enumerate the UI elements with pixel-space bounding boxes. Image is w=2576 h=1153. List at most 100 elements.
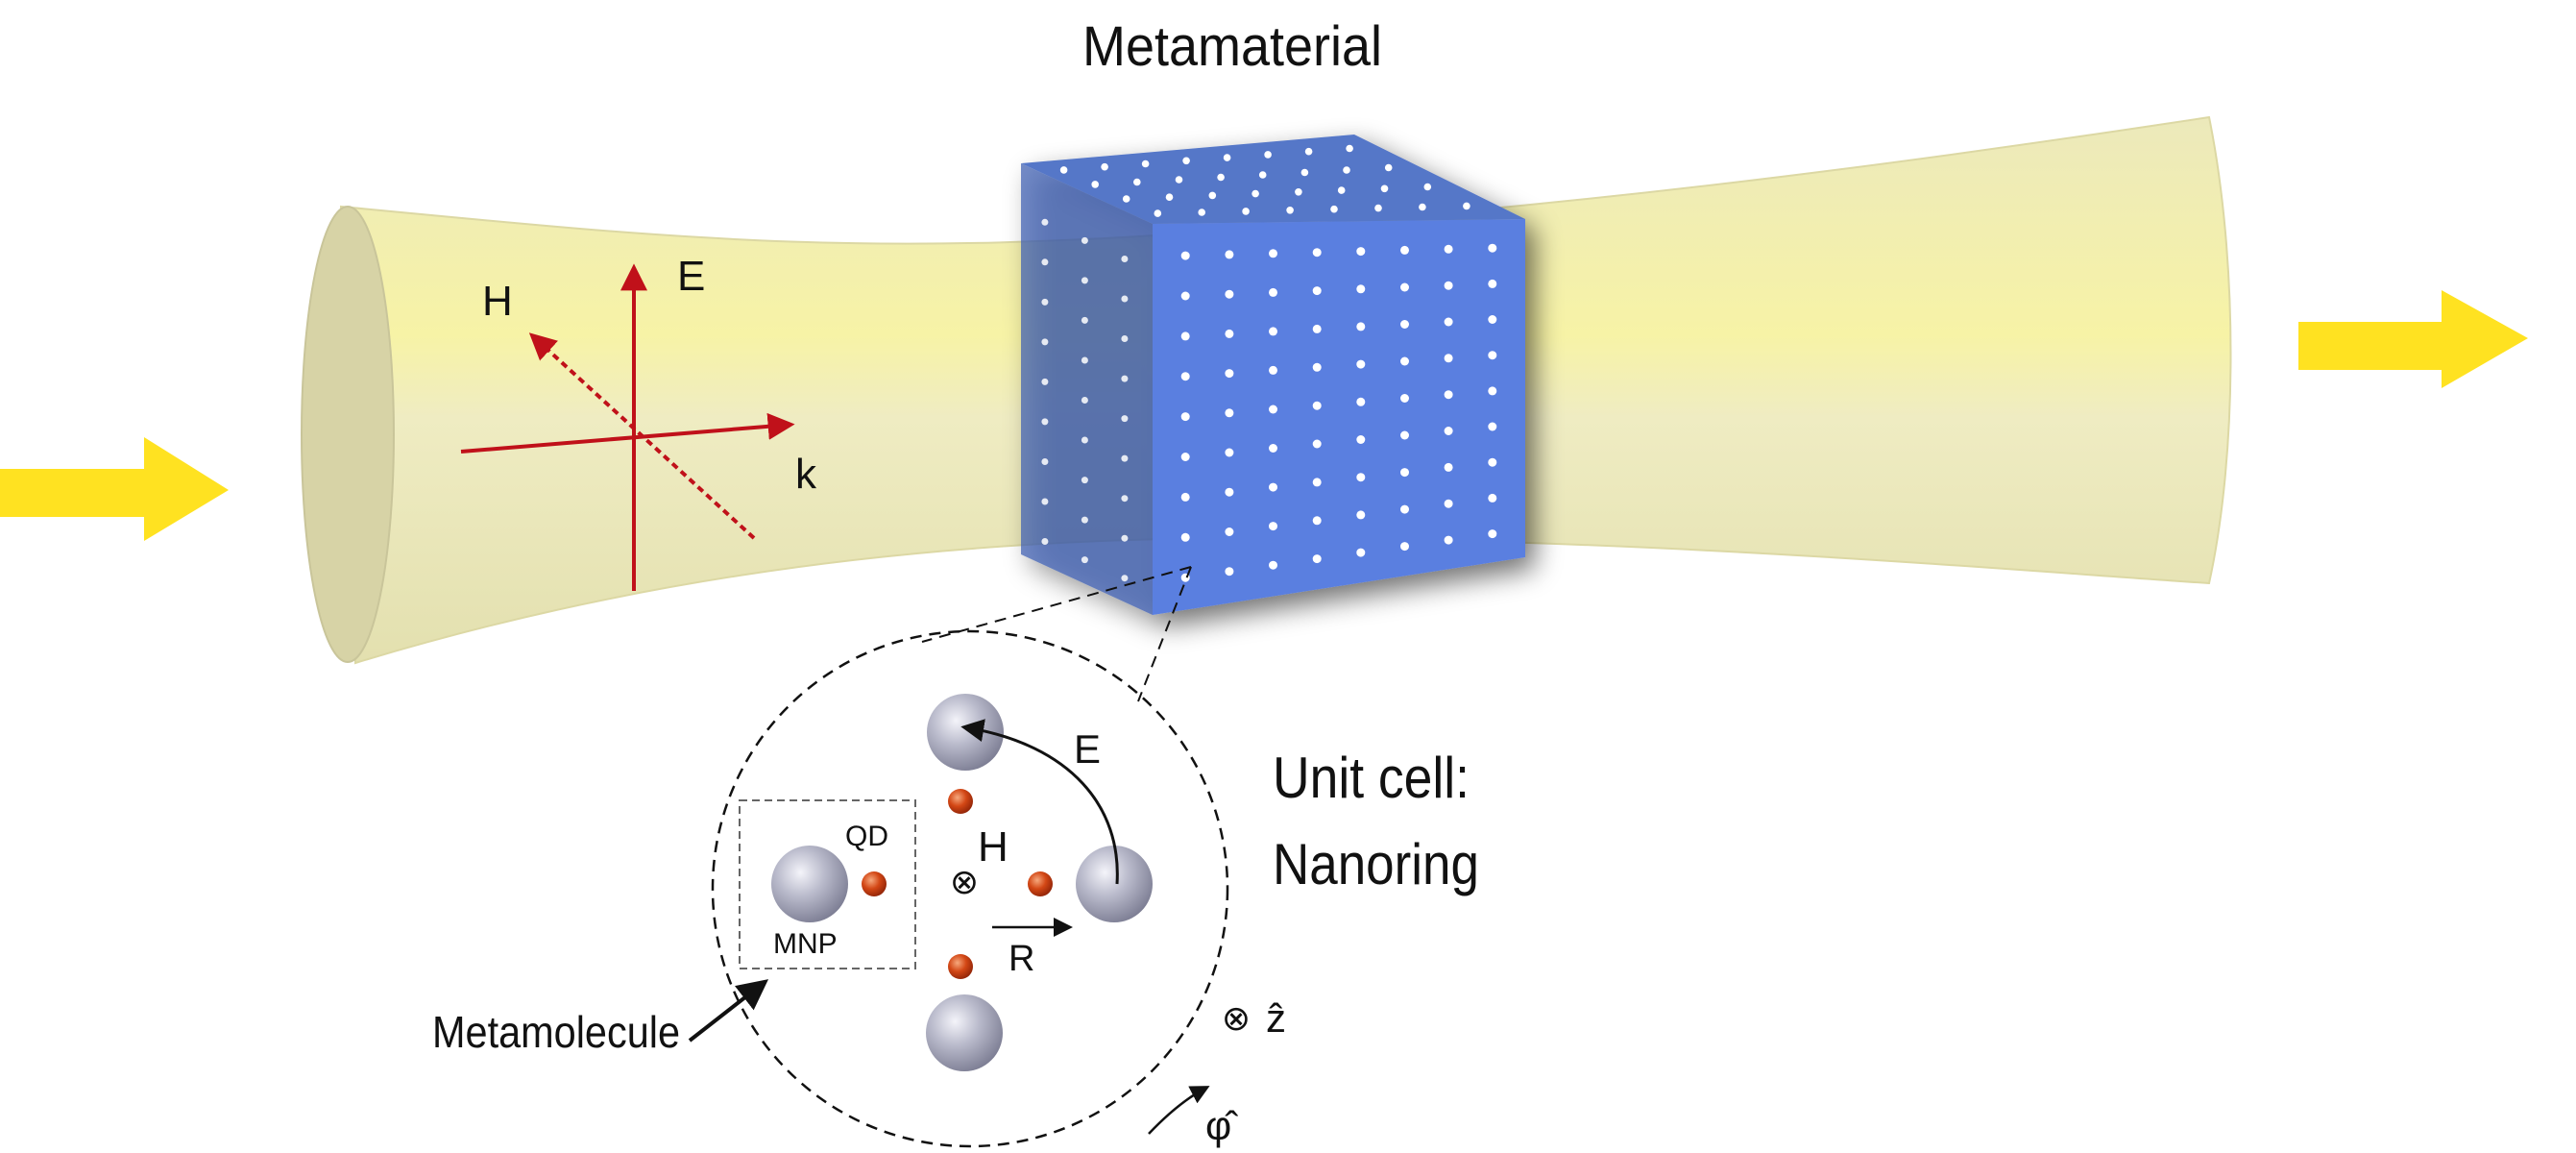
lattice-dot xyxy=(1269,249,1277,258)
lattice-dot xyxy=(1400,356,1409,366)
lattice-dot xyxy=(1225,289,1234,299)
lattice-dot xyxy=(1269,327,1277,336)
lattice-dot xyxy=(1223,154,1231,161)
lattice-dot xyxy=(1295,188,1302,196)
mnp-bottom xyxy=(926,994,1003,1071)
label-h-unit-cell: H xyxy=(978,823,1009,871)
label-mnp: MNP xyxy=(773,928,838,960)
metamaterial-cube xyxy=(1021,135,1525,615)
lattice-dot xyxy=(1041,498,1049,505)
lattice-dot xyxy=(1330,205,1338,213)
lattice-dot xyxy=(1312,516,1322,526)
metamolecule-box xyxy=(739,799,916,969)
lattice-dot xyxy=(1141,159,1150,168)
lattice-dot xyxy=(1312,248,1322,258)
unit-cell-caption-line1: Unit cell: xyxy=(1273,746,1470,810)
lattice-dot xyxy=(1041,338,1049,346)
lattice-dot xyxy=(1122,195,1130,203)
lattice-dot xyxy=(1133,178,1141,186)
lattice-dot xyxy=(1400,394,1409,403)
lattice-dot xyxy=(1180,412,1190,422)
lattice-dot xyxy=(1337,186,1346,194)
lattice-dot xyxy=(1444,244,1453,254)
lattice-dot xyxy=(1225,527,1234,536)
lattice-dot xyxy=(1444,499,1453,508)
label-metamolecule: Metamolecule xyxy=(432,1007,680,1057)
lattice-dot xyxy=(1463,202,1470,210)
lattice-dot xyxy=(1488,493,1497,503)
lattice-dot xyxy=(1488,457,1497,467)
lattice-dot xyxy=(1091,181,1099,188)
lattice-dot xyxy=(1312,439,1322,449)
lattice-dot xyxy=(1264,151,1272,159)
lattice-dot xyxy=(1252,189,1259,198)
label-h-field: H xyxy=(482,278,513,325)
lattice-dot xyxy=(1419,203,1426,211)
h-into-page-icon: ⊗ xyxy=(950,862,979,901)
lattice-dot xyxy=(1356,397,1366,406)
lattice-dot xyxy=(1400,468,1409,478)
lattice-dot xyxy=(1400,430,1409,440)
lattice-dot xyxy=(1312,362,1322,372)
lattice-dot xyxy=(1356,247,1366,257)
output-light-arrow xyxy=(2298,290,2528,388)
lattice-dot xyxy=(1269,482,1277,492)
lattice-dot xyxy=(1488,422,1497,431)
lattice-dot xyxy=(1182,157,1190,165)
lattice-dot xyxy=(1180,291,1190,301)
lattice-dot xyxy=(1488,351,1497,360)
lattice-dot xyxy=(1121,575,1129,582)
lattice-dot xyxy=(1041,538,1049,545)
lattice-dot xyxy=(1121,256,1129,262)
unit-cell-caption-line2: Nanoring xyxy=(1273,832,1479,896)
input-light-arrow xyxy=(0,437,229,541)
lattice-dot xyxy=(1269,444,1277,453)
cube-side-face xyxy=(1021,163,1153,615)
mnp-right xyxy=(1076,846,1153,922)
lattice-dot xyxy=(1304,147,1313,156)
lattice-dot xyxy=(1198,209,1205,216)
lattice-dot xyxy=(1356,548,1366,557)
field-vectors xyxy=(460,263,795,591)
lattice-dot xyxy=(1180,453,1190,461)
lattice-dot xyxy=(1356,435,1366,444)
unit-cell-outline xyxy=(711,629,1229,1148)
label-z-hat: ẑ xyxy=(1266,995,1286,1041)
mnp-left xyxy=(771,846,848,922)
lattice-dot xyxy=(1225,408,1234,418)
beam-entrance-face xyxy=(301,206,395,663)
z-into-page-icon: ⊗ xyxy=(1222,998,1251,1038)
lattice-dot xyxy=(1488,529,1497,539)
lattice-dot xyxy=(1356,359,1366,369)
lattice-dot xyxy=(1312,286,1322,296)
lattice-dot xyxy=(1121,375,1129,382)
lattice-dot xyxy=(1488,243,1497,253)
label-e-unit-cell: E xyxy=(1074,726,1101,772)
qd-top xyxy=(948,789,973,814)
lattice-dot xyxy=(1400,245,1409,255)
lattice-dot xyxy=(1400,282,1409,292)
cube-lattice-dots xyxy=(1041,144,1497,582)
lattice-dot xyxy=(1312,324,1322,333)
lattice-dot xyxy=(1121,335,1129,342)
lattice-dot xyxy=(1400,320,1409,329)
phi-direction-arrow xyxy=(1148,1086,1210,1135)
lattice-dot xyxy=(1225,329,1234,338)
qd-left xyxy=(862,871,887,896)
zoom-line-right xyxy=(1137,566,1192,702)
cube-front-face xyxy=(1153,219,1525,615)
e-rotation-arrow xyxy=(960,719,1119,885)
lattice-dot xyxy=(1081,397,1088,404)
lattice-dot xyxy=(1269,365,1277,375)
lattice-dot xyxy=(1346,144,1353,153)
lattice-dot xyxy=(1384,163,1393,172)
lattice-dot xyxy=(1380,184,1389,193)
lattice-dot xyxy=(1180,492,1190,502)
lattice-dot xyxy=(1488,315,1497,324)
lattice-dot xyxy=(1225,448,1234,457)
lattice-dot xyxy=(1225,250,1234,259)
lattice-dot xyxy=(1400,542,1409,552)
lattice-dot xyxy=(1041,258,1049,266)
lattice-dot xyxy=(1041,418,1049,426)
